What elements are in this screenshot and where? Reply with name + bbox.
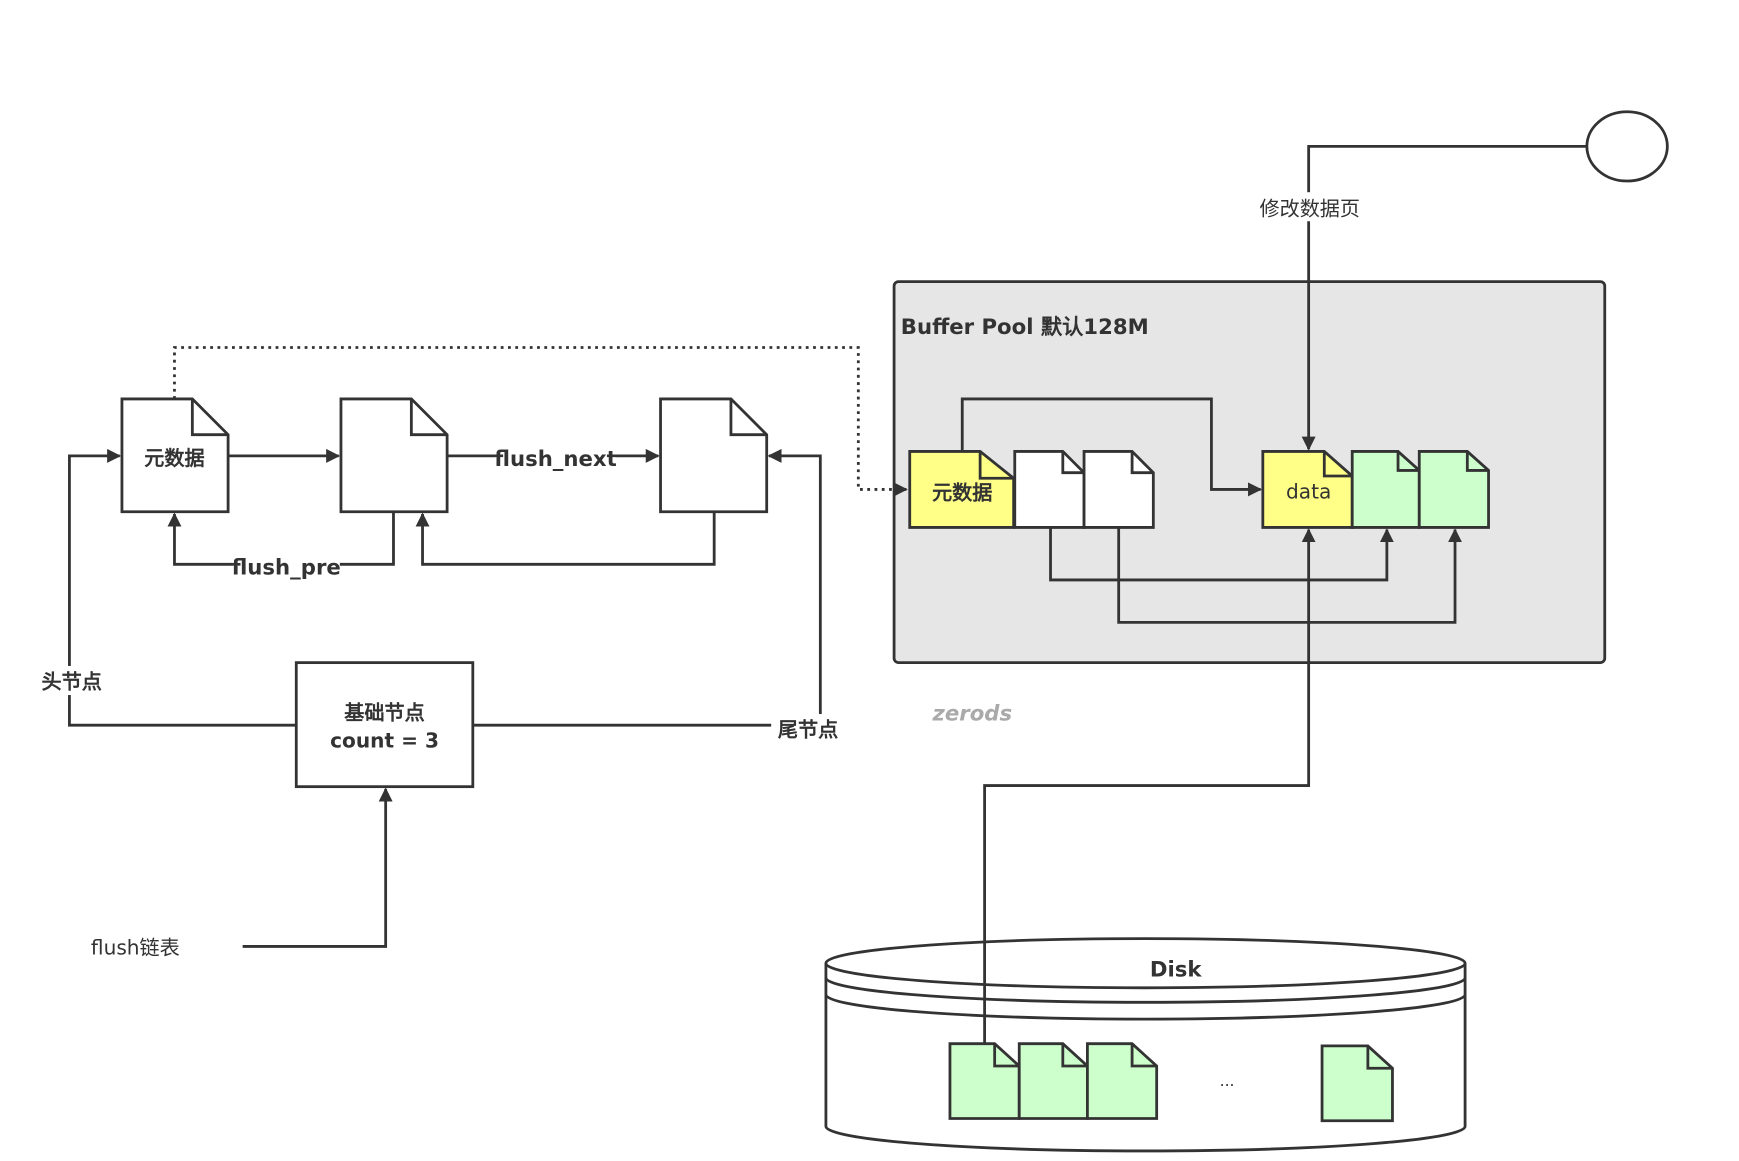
head-pointer-arrow (68, 448, 297, 727)
meta-to-data-arrow (960, 397, 1262, 497)
buffer-pool-container (892, 280, 1607, 665)
pool-page-green-2 (1417, 450, 1490, 529)
caption-arrow (242, 787, 393, 948)
load-page-arrow (983, 528, 1316, 1045)
disk-page-1 (948, 1042, 1021, 1120)
page-link-arrow-1 (1049, 527, 1394, 582)
flush-list-caption: flush链表 (91, 935, 180, 959)
flush-node-head: 元数据 (120, 397, 230, 514)
head-node-label: 头节点 (41, 669, 101, 693)
pre-arrow-2 (415, 511, 716, 566)
pool-page-green-1 (1350, 450, 1421, 529)
modify-arrow (1301, 144, 1587, 451)
flush-node-head-label: 元数据 (144, 446, 204, 470)
pool-meta-label: 元数据 (932, 480, 992, 504)
disk-page-3 (1086, 1042, 1159, 1120)
buffer-pool-title: Buffer Pool 默认128M (901, 314, 1149, 340)
disk-page-last (1320, 1044, 1394, 1123)
actor-circle (1585, 110, 1669, 183)
base-node-title: 基础节点 (344, 701, 424, 725)
dotted-link-arrow (173, 346, 908, 497)
flush-node-middle (339, 397, 449, 514)
base-node-count: count = 3 (330, 729, 439, 753)
disk-ellipsis: ... (1220, 1071, 1235, 1090)
modify-label: 修改数据页 (1259, 197, 1360, 221)
flush-node-tail (659, 397, 769, 514)
pool-data-label: data (1286, 479, 1331, 503)
tail-pointer-arrow (472, 448, 822, 727)
flush-pre-label: flush_pre (232, 555, 341, 580)
pool-page-white-1 (1013, 450, 1086, 529)
page-link-arrow-2 (1117, 527, 1463, 624)
pool-data-page: data (1261, 450, 1354, 529)
disk-page-2 (1017, 1042, 1089, 1120)
pool-page-white-2 (1082, 450, 1155, 529)
base-node-box (294, 661, 475, 789)
tail-node-label: 尾节点 (778, 717, 838, 741)
disk-label: Disk (1150, 958, 1203, 983)
watermark: zerods (931, 702, 1012, 727)
flush-next-label: flush_next (494, 447, 617, 472)
